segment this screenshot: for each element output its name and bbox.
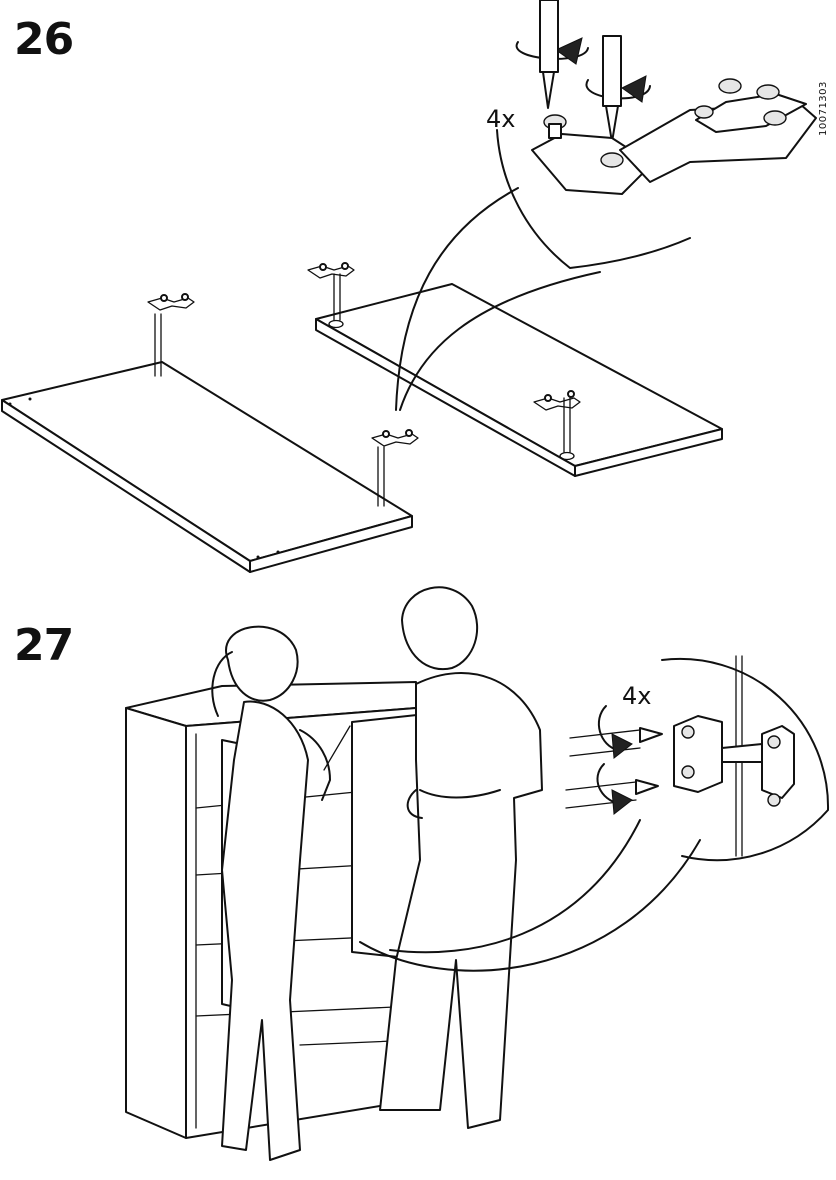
left-door-panel	[2, 362, 412, 572]
step-27-illustration	[126, 587, 828, 1160]
hinge-guide-1	[148, 294, 194, 376]
right-door-panel	[316, 284, 722, 476]
step-27-quantity: 4x	[622, 684, 651, 708]
step-26-quantity: 4x	[486, 107, 515, 131]
step-26-illustration	[2, 0, 816, 572]
